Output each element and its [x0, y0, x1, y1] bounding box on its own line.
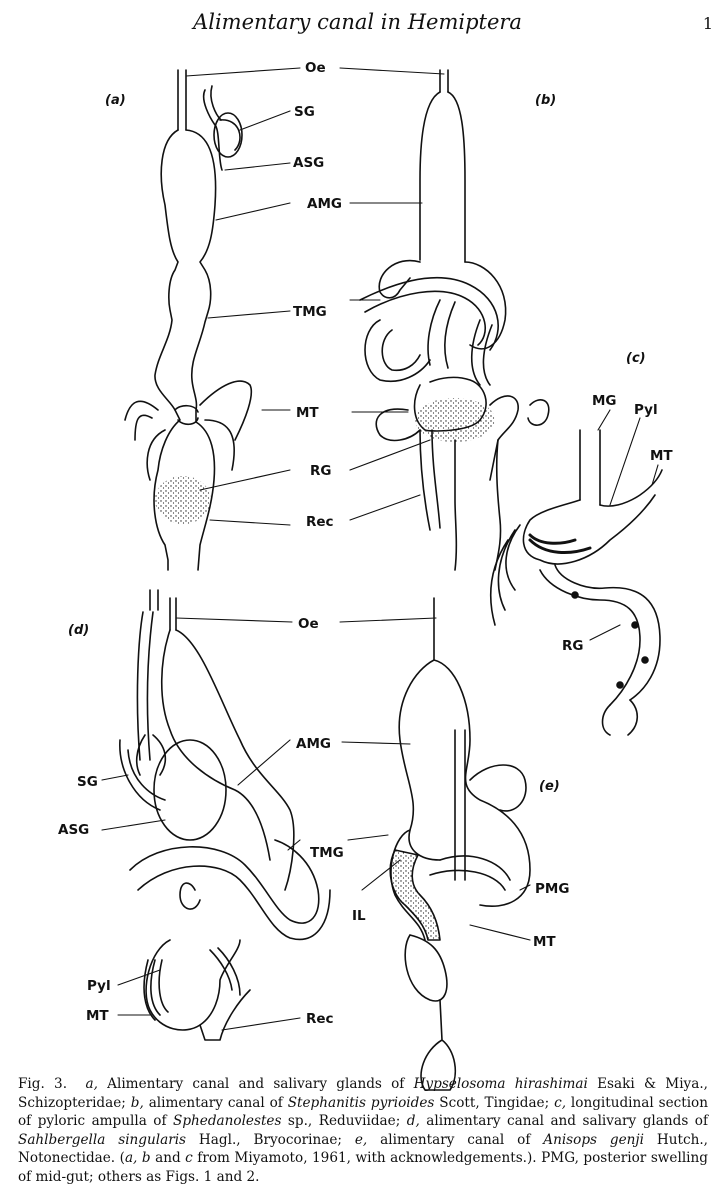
caption-letter-c2: c — [185, 1150, 193, 1167]
caption-species-d: Sahlbergella singularis — [18, 1131, 187, 1148]
caption-letter-e: e, — [354, 1131, 368, 1148]
label-sg-a: SG — [294, 104, 315, 120]
label-il-e: IL — [352, 908, 366, 924]
label-amg-d: AMG — [296, 736, 331, 752]
caption-text: Hutch., Notonectidae. ( — [18, 1131, 708, 1167]
label-tmg-a: TMG — [293, 304, 327, 320]
label-asg-d: ASG — [58, 822, 89, 838]
label-mt-a: MT — [296, 405, 319, 421]
label-rec-a: Rec — [306, 514, 334, 530]
label-sg-d: SG — [77, 774, 98, 790]
caption-text: and — [150, 1150, 186, 1167]
label-mt-d: MT — [86, 1008, 109, 1024]
panel-c-drawing — [489, 429, 663, 736]
panel-label-d: (d) — [68, 623, 89, 638]
caption-text: Alimentary canal and salivary glands of — [97, 1076, 414, 1092]
label-rec-d: Rec — [306, 1011, 334, 1027]
caption-text: Hagl., Bryocorinae; — [186, 1131, 355, 1148]
caption-text: alimentary canal of — [143, 1094, 288, 1111]
page-number: 1 — [702, 14, 713, 33]
label-pyl-d: Pyl — [87, 978, 111, 994]
label-pmg-e: PMG — [535, 881, 569, 897]
caption-text: Scott, Tingidae; — [434, 1094, 555, 1111]
caption-text: Esaki & Miya., Schizopteridae; — [18, 1076, 708, 1111]
caption-fig-number: Fig. 3. — [18, 1076, 68, 1092]
running-header-title: Alimentary canal in Hemiptera — [193, 10, 522, 34]
figure-caption: Fig. 3. a, Alimentary canal and salivary… — [18, 1075, 708, 1187]
panel-label-c: (c) — [626, 351, 646, 366]
caption-text: alimentary canal of — [367, 1131, 544, 1148]
caption-text: from Miyamoto, 1961, with acknowledgemen… — [18, 1150, 708, 1185]
panel-label-a: (a) — [105, 93, 126, 108]
label-rg-a: RG — [310, 463, 331, 479]
caption-species-b: Stephanitis pyrioides — [287, 1094, 435, 1111]
label-mt-e: MT — [533, 934, 556, 950]
label-asg-a: ASG — [293, 155, 324, 171]
caption-letter-d: d, — [406, 1113, 420, 1130]
caption-species-c: Sphedanolestes — [173, 1113, 282, 1130]
label-pyl-c: Pyl — [634, 402, 658, 418]
label-oe-bottom: Oe — [298, 616, 319, 632]
caption-species-e: Anisops genji — [543, 1131, 644, 1148]
caption-text: alimentary canal and salivary glands of — [419, 1113, 709, 1130]
panel-label-e: (e) — [539, 779, 560, 794]
label-mg-c: MG — [592, 393, 617, 409]
panel-e-drawing — [389, 597, 531, 1091]
caption-species-a: Hypselosoma hirashimai — [413, 1076, 588, 1092]
caption-text: longitudinal section of pyloric ampulla … — [18, 1094, 708, 1130]
panel-d-drawing — [119, 589, 331, 1041]
caption-text: sp., Reduviidae; — [281, 1113, 407, 1130]
panel-b-drawing — [359, 69, 550, 571]
caption-letter-b: b, — [130, 1094, 144, 1111]
panel-a-drawing — [124, 69, 253, 571]
label-mt-c: MT — [650, 448, 673, 464]
label-tmg-d: TMG — [310, 845, 344, 861]
label-oe-top: Oe — [305, 60, 326, 76]
panel-label-b: (b) — [535, 93, 556, 108]
caption-letter-c: c, — [554, 1094, 567, 1111]
label-amg-a: AMG — [307, 196, 342, 212]
caption-letter-a: a, — [85, 1076, 98, 1092]
leader-lines — [101, 67, 659, 1031]
caption-letters-ab: a, b — [124, 1150, 151, 1167]
label-rg-c: RG — [562, 638, 583, 654]
